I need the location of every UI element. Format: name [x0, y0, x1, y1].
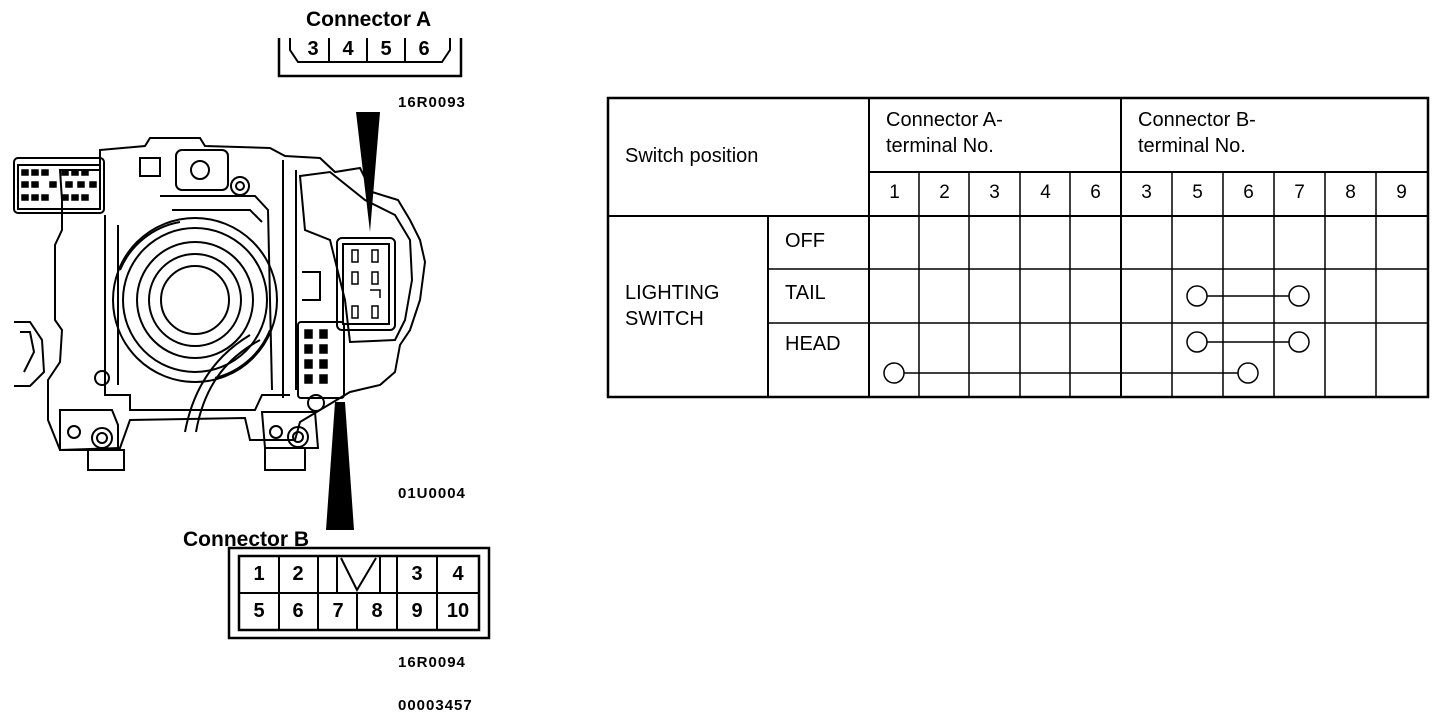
connector-a-pin: 6 [418, 38, 430, 60]
connector-a-header: terminal No. [886, 135, 994, 157]
continuity-point [1186, 331, 1208, 353]
connector-a-header: Connector A- [886, 109, 1003, 131]
connector-b-pin: 9 [411, 600, 423, 622]
terminal-number: 6 [1090, 182, 1101, 203]
connector-b-pin: 2 [292, 563, 304, 585]
group-label: SWITCH [625, 308, 704, 330]
connector-a-code: 16R0093 [398, 94, 466, 111]
connector-b-header: terminal No. [1138, 135, 1246, 157]
terminal-number: 8 [1345, 182, 1356, 203]
connector-b-pin: 1 [253, 563, 265, 585]
terminal-number: 9 [1396, 182, 1407, 203]
continuity-point [1237, 362, 1259, 384]
connector-b-title: Connector B [183, 528, 309, 551]
connector-a-pin: 3 [307, 38, 319, 60]
terminal-number: 2 [939, 182, 950, 203]
connector-b-code: 16R0094 [398, 654, 466, 671]
group-label: LIGHTING [625, 282, 720, 304]
switch-figure-code: 01U0004 [398, 485, 466, 502]
terminal-number: 3 [1141, 182, 1152, 203]
position-off: OFF [785, 230, 825, 252]
switch-position-header: Switch position [625, 145, 759, 167]
connector-b-pin: 8 [371, 600, 383, 622]
position-tail: TAIL [785, 282, 826, 304]
connector-b-pin: 5 [253, 600, 265, 622]
terminal-number: 1 [889, 182, 900, 203]
connector-b-pin: 7 [332, 600, 344, 622]
connector-b-pin: 4 [452, 563, 464, 585]
connector-b-pin: 10 [446, 600, 470, 622]
connector-b-header: Connector B- [1138, 109, 1256, 131]
position-head: HEAD [785, 333, 841, 355]
continuity-point [1288, 331, 1310, 353]
continuity-marks [883, 285, 1310, 384]
continuity-point [883, 362, 905, 384]
continuity-point [1186, 285, 1208, 307]
connector-b-pin: 6 [292, 600, 304, 622]
terminal-number: 3 [989, 182, 1000, 203]
connector-a-title: Connector A [306, 8, 432, 31]
terminal-number: 4 [1040, 182, 1051, 203]
figure-id: 00003457 [398, 697, 473, 714]
connector-a-pin: 4 [342, 38, 354, 60]
terminal-number: 6 [1243, 182, 1254, 203]
terminal-number: 5 [1192, 182, 1203, 203]
terminal-number: 7 [1294, 182, 1305, 203]
connector-b-pin: 3 [411, 563, 423, 585]
connector-a-pin: 5 [380, 38, 392, 60]
continuity-point [1288, 285, 1310, 307]
